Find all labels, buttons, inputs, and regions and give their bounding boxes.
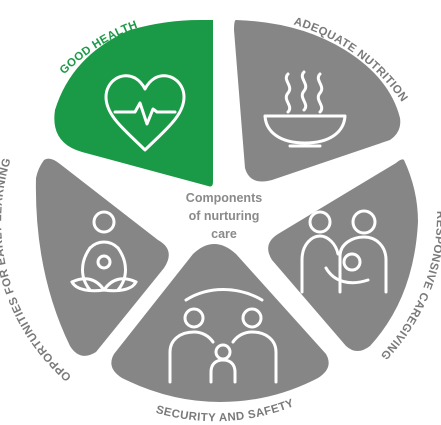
family-embrace-icon — [168, 288, 278, 384]
caregiver-with-child-icon — [300, 209, 388, 294]
segment-good-health-shape — [54, 20, 213, 187]
center-title-line-3: care — [211, 227, 237, 241]
segment-adequate-nutrition-shape — [234, 20, 401, 182]
center-title-line-1: Components — [186, 191, 262, 205]
segment-good-health[interactable]: GOOD HEALTH — [54, 19, 213, 187]
child-playing-icon — [70, 210, 138, 293]
segment-responsive-caregiving-shape — [268, 159, 418, 351]
center-title-line-2: of nurturing — [189, 209, 260, 223]
heart-pulse-icon — [104, 74, 186, 152]
center-title: Components of nurturing care — [186, 191, 262, 241]
segment-adequate-nutrition[interactable]: ADEQUATE NUTRITION — [234, 16, 410, 182]
segment-security-and-safety-shape — [111, 244, 329, 402]
hot-bowl-icon — [263, 70, 347, 148]
